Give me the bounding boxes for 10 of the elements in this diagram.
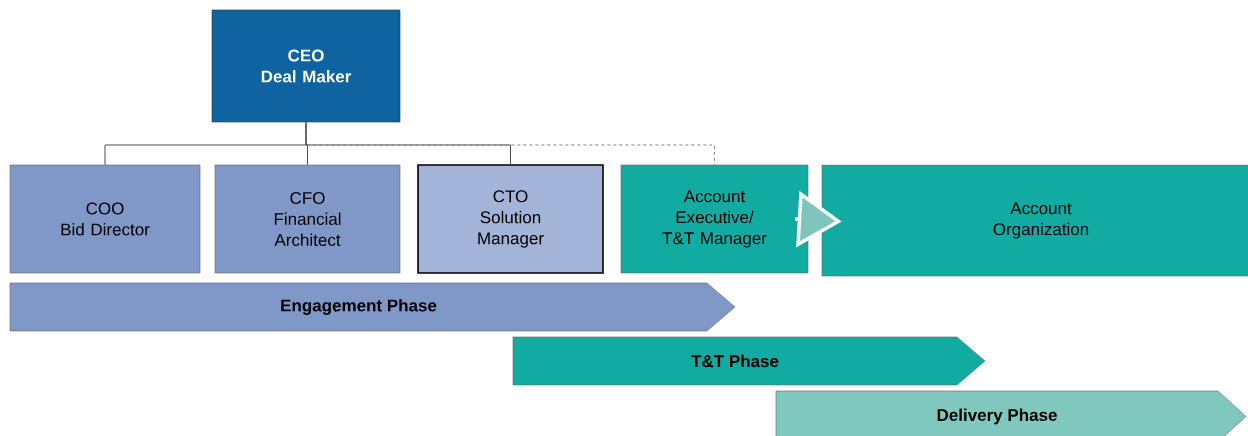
role-box: Account Executive/ T&T Manager bbox=[620, 164, 809, 274]
phase-band: Delivery Phase bbox=[775, 390, 1247, 436]
role-box: CFO Financial Architect bbox=[214, 164, 401, 274]
role-box: CTO Solution Manager bbox=[417, 164, 604, 274]
phase-band: T&T Phase bbox=[512, 336, 986, 386]
connector-line bbox=[305, 121, 715, 166]
role-box: Account Organization bbox=[821, 164, 1248, 277]
phase-band: Engagement Phase bbox=[9, 282, 736, 332]
role-box: COO Bid Director bbox=[9, 164, 201, 274]
role-box: CEO Deal Maker bbox=[211, 9, 401, 123]
